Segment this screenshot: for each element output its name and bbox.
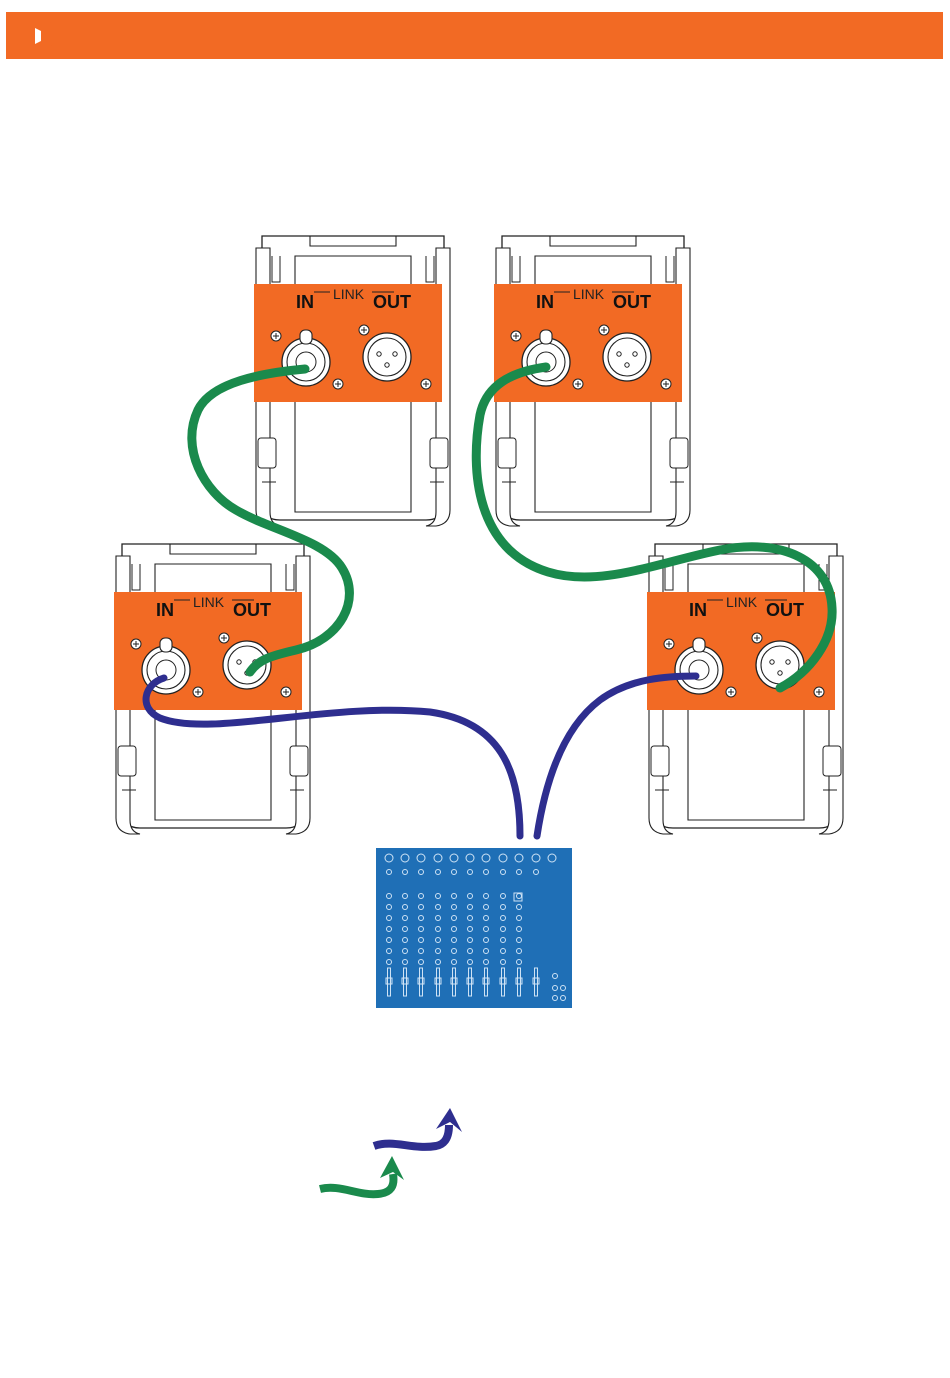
io-panel: IN LINK OUT [114, 592, 302, 710]
link-cable-legend-arrow [320, 1156, 404, 1194]
speaker-bottom-left: IN LINK OUT [114, 544, 310, 834]
link-label: LINK [573, 286, 605, 302]
mixer [376, 848, 572, 1008]
speaker-top-right: IN LINK OUT [494, 236, 690, 526]
link-label: LINK [726, 594, 758, 610]
io-panel: IN LINK OUT [494, 284, 682, 402]
signal-cable-legend-arrow [374, 1108, 462, 1147]
speaker-top-left: IN LINK OUT [254, 236, 450, 526]
io-panel: IN LINK OUT [647, 592, 835, 710]
out-label: OUT [233, 600, 271, 620]
in-label: IN [156, 600, 174, 620]
speaker-bottom-right: IN LINK OUT [647, 544, 843, 834]
in-label: IN [689, 600, 707, 620]
link-label: LINK [333, 286, 365, 302]
out-label: OUT [766, 600, 804, 620]
out-label: OUT [613, 292, 651, 312]
io-panel: IN LINK OUT [254, 284, 442, 402]
out-label: OUT [373, 292, 411, 312]
in-label: IN [296, 292, 314, 312]
link-label: LINK [193, 594, 225, 610]
in-label: IN [536, 292, 554, 312]
